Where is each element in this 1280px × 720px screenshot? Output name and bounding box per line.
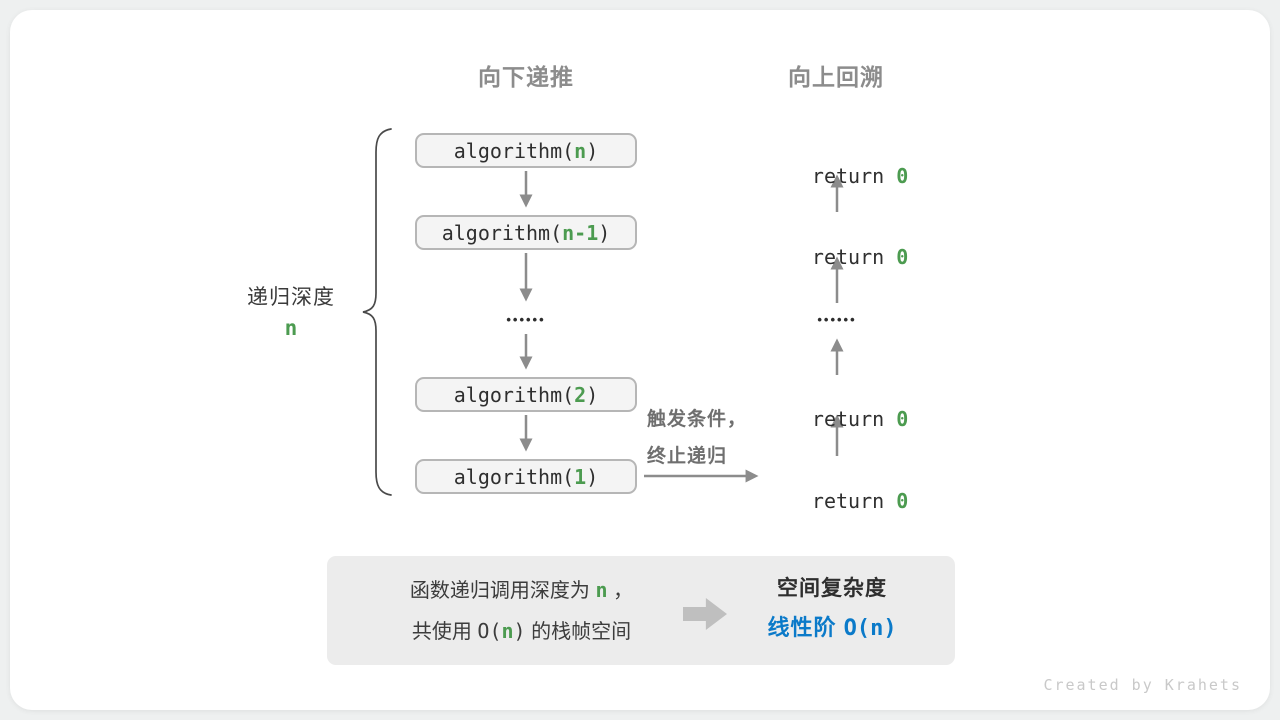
return-row-4: return 0	[726, 462, 946, 513]
base-case-annotation: 触发条件， 终止递归	[647, 401, 757, 475]
call-arg: 2	[574, 382, 587, 407]
depth-value: n	[284, 316, 298, 340]
complexity-title: 空间复杂度	[777, 577, 887, 600]
summary-line-1: 函数递归调用深度为 n ，	[349, 570, 694, 611]
call-close: )	[586, 138, 599, 163]
return-keyword: return	[811, 489, 897, 513]
watermark-credit: Created by Krahets	[1043, 676, 1242, 694]
call-close: )	[586, 464, 599, 489]
return-value: 0	[896, 164, 909, 188]
summary-text: ，	[607, 580, 634, 602]
depth-label: 递归深度	[247, 286, 335, 309]
return-keyword: return	[811, 407, 897, 431]
return-value: 0	[896, 489, 909, 513]
return-keyword: return	[811, 164, 897, 188]
call-box-2: algorithm(2)	[415, 377, 637, 412]
summary-line-2: 共使用 O(n) 的栈帧空间	[349, 611, 694, 652]
return-row-1: return 0	[726, 137, 946, 188]
complexity-var-n: n	[870, 616, 884, 641]
call-fn: algorithm(	[453, 138, 575, 163]
call-box-n-1: algorithm(n-1)	[415, 215, 637, 250]
complexity-result: 线性阶 O(n)	[727, 608, 937, 649]
big-o-close: )	[513, 619, 526, 643]
big-o-open: O(	[843, 616, 871, 641]
annotation-line2: 终止递归	[647, 446, 728, 467]
complexity-order-label: 线性阶	[767, 615, 844, 640]
call-arg: 1	[574, 464, 587, 489]
ellipsis-right: ••••••	[817, 312, 857, 327]
summary-text: 共使用	[411, 621, 478, 643]
call-close: )	[586, 382, 599, 407]
call-fn: algorithm(	[453, 382, 575, 407]
big-o-open: O(	[477, 619, 502, 643]
header-recurse-down: 向下递推	[478, 64, 574, 90]
return-keyword: return	[811, 245, 897, 269]
return-value: 0	[896, 245, 909, 269]
summary-var-n: n	[595, 578, 608, 602]
header-backtrack-up: 向上回溯	[788, 64, 884, 90]
summary-box: 函数递归调用深度为 n ， 共使用 O(n) 的栈帧空间 空间复杂度 线性阶 O…	[327, 556, 955, 665]
call-arg: n-1	[562, 220, 599, 245]
summary-conclusion: 空间复杂度 线性阶 O(n)	[727, 570, 937, 649]
call-close: )	[598, 220, 611, 245]
summary-text: 的栈帧空间	[525, 621, 632, 643]
big-o-close: )	[883, 616, 897, 641]
call-fn: algorithm(	[453, 464, 575, 489]
call-box-1: algorithm(1)	[415, 459, 637, 494]
return-row-3: return 0	[726, 380, 946, 431]
call-arg: n	[574, 138, 587, 163]
ellipsis-left: ••••••	[506, 312, 546, 327]
summary-var-n: n	[501, 619, 514, 643]
annotation-line1: 触发条件，	[647, 409, 748, 430]
summary-text: 函数递归调用深度为	[409, 580, 596, 602]
call-fn: algorithm(	[441, 220, 563, 245]
summary-explanation: 函数递归调用深度为 n ， 共使用 O(n) 的栈帧空间	[349, 570, 694, 652]
return-row-2: return 0	[726, 218, 946, 269]
return-value: 0	[896, 407, 909, 431]
call-box-n: algorithm(n)	[415, 133, 637, 168]
